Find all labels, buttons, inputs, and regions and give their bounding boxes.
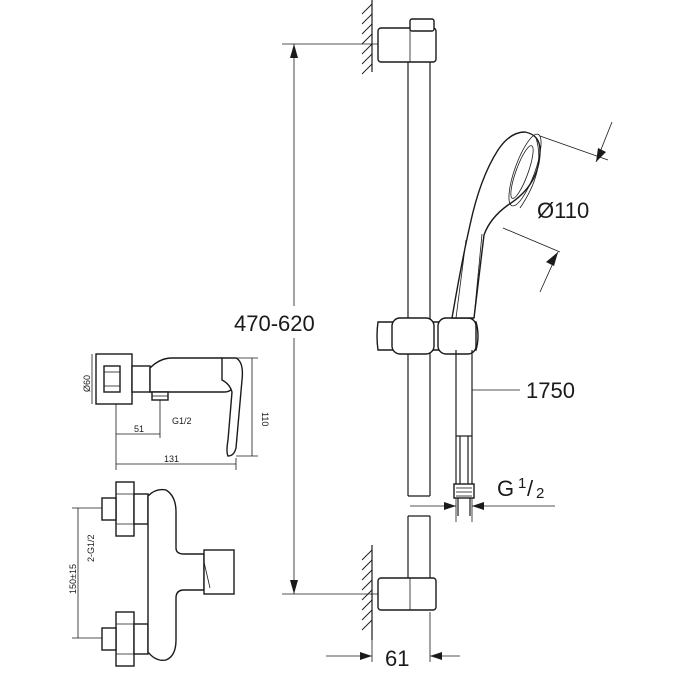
wall-top xyxy=(361,0,373,75)
mixer-side-dims xyxy=(91,354,258,470)
mixer-side-view xyxy=(95,353,244,457)
rail-height-label: 470-620 xyxy=(234,311,315,336)
slider xyxy=(376,317,479,355)
connection-sup: 1 xyxy=(518,475,526,492)
bracket-spacing-label: 61 xyxy=(385,646,409,671)
mixer-offset-label: 51 xyxy=(134,424,144,434)
mixer-inlets-label: 2-G1/2 xyxy=(86,534,96,562)
shower-hose xyxy=(453,350,475,516)
dim-head-diameter xyxy=(502,121,613,293)
bottom-bracket xyxy=(377,577,437,611)
connection-label: G xyxy=(497,476,514,501)
dim-label-bg xyxy=(230,306,352,338)
shower-rail xyxy=(407,62,431,578)
mixer-front-dims xyxy=(72,507,102,639)
connection-slash: / xyxy=(527,476,534,501)
connection-sub: 2 xyxy=(536,485,544,502)
mixer-spacing-label: 150±15 xyxy=(68,564,78,594)
mixer-front-view xyxy=(101,481,235,667)
hand-shower xyxy=(451,131,542,319)
connection-main: G xyxy=(497,476,514,501)
mixer-diameter-label: Ø60 xyxy=(82,375,92,392)
dim-bracket-spacing xyxy=(326,612,460,662)
mixer-height-label: 110 xyxy=(260,412,270,426)
head-diameter-label: Ø110 xyxy=(537,198,589,223)
hose-length-label: 1750 xyxy=(526,378,575,403)
wall-bottom xyxy=(361,545,373,640)
top-bracket xyxy=(377,18,437,63)
mixer-depth-label: 131 xyxy=(164,454,179,464)
dim-connection xyxy=(410,498,555,522)
mixer-outlet-label: G1/2 xyxy=(172,416,192,426)
